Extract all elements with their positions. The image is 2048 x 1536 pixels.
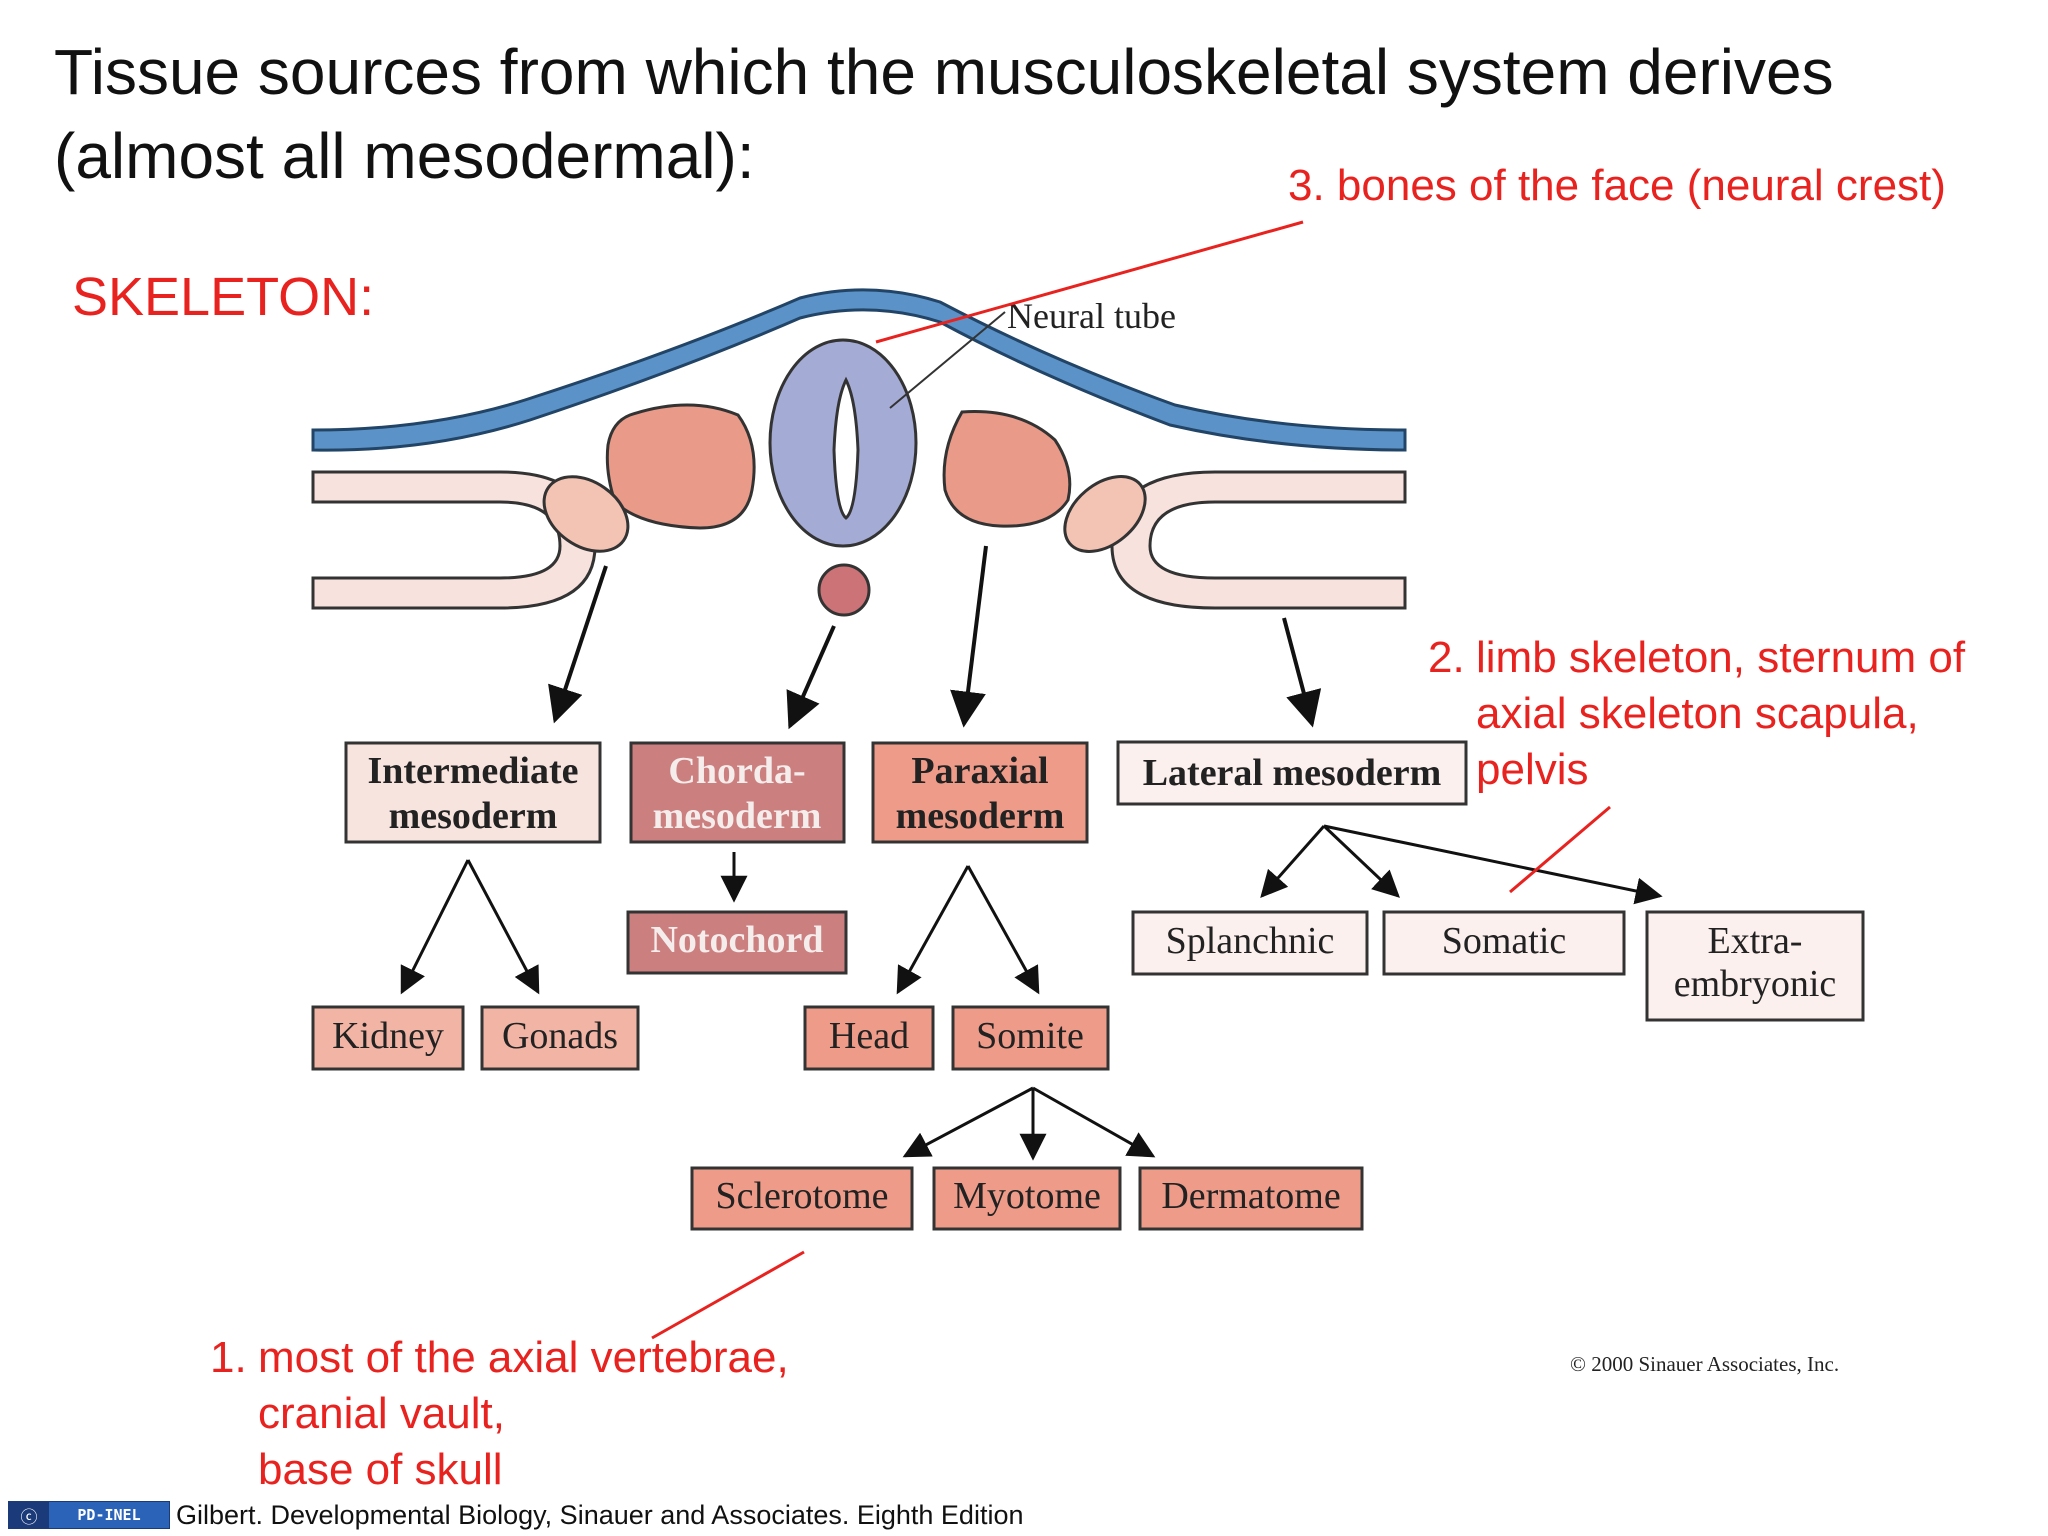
- svg-text:Chorda-: Chorda-: [668, 750, 805, 792]
- arrow-to-chorda: [786, 625, 836, 730]
- annotation-face-bones: 3. bones of the face (neural crest): [1288, 161, 1946, 210]
- arrow-to-somite: [966, 865, 1040, 995]
- left-somite-mass: [605, 403, 756, 530]
- svg-text:mesoderm: mesoderm: [896, 795, 1065, 837]
- arrow-to-lateral: [1282, 617, 1322, 728]
- neural-canal: [832, 376, 860, 520]
- svg-text:Lateral mesoderm: Lateral mesoderm: [1143, 752, 1442, 794]
- arrow-to-sclerotome: [902, 1086, 1034, 1158]
- arrow-to-gonads: [466, 859, 540, 995]
- neural-tube-leader: [889, 311, 1006, 409]
- svg-text:Head: Head: [829, 1015, 909, 1057]
- svg-text:Notochord: Notochord: [650, 919, 823, 961]
- derivation-arrows: [548, 545, 1322, 730]
- cc-icon: ⓒ: [9, 1502, 49, 1528]
- title-line-2: (almost all mesodermal):: [54, 120, 755, 192]
- right-lateral-plate: [1063, 475, 1147, 553]
- box-somite: Somite: [951, 1005, 1110, 1071]
- copyright-notice: © 2000 Sinauer Associates, Inc.: [1570, 1352, 1840, 1376]
- slide-title: Tissue sources from which the musculoske…: [54, 30, 2014, 198]
- box-intermediate-mesoderm: Intermediate mesoderm: [344, 741, 602, 844]
- box-dermatome: Dermatome: [1138, 1166, 1364, 1231]
- svg-text:Kidney: Kidney: [332, 1015, 444, 1057]
- citation: Gilbert. Developmental Biology, Sinauer …: [176, 1499, 1024, 1530]
- svg-text:Intermediate: Intermediate: [367, 750, 578, 792]
- annotation-2-line-3: pelvis: [1476, 745, 1589, 794]
- pointer-face-bones: [875, 220, 1304, 344]
- box-head: Head: [803, 1005, 935, 1071]
- svg-text:mesoderm: mesoderm: [653, 795, 822, 837]
- svg-text:Splanchnic: Splanchnic: [1166, 920, 1335, 962]
- license-badge-text: PD-INEL: [49, 1502, 169, 1528]
- box-kidney: Kidney: [311, 1005, 465, 1071]
- neural-tube-label: Neural tube: [1007, 296, 1176, 336]
- annotation-1-number: 1.: [210, 1333, 247, 1382]
- arrow-to-intermediate: [548, 565, 608, 724]
- title-line-1: Tissue sources from which the musculoske…: [54, 36, 1834, 108]
- pointer-axial-skeleton: [651, 1250, 805, 1340]
- svg-text:Extra-: Extra-: [1708, 920, 1803, 962]
- pointer-limb-skeleton: [1509, 805, 1611, 894]
- svg-text:Somatic: Somatic: [1442, 920, 1567, 962]
- annotation-2-number: 2.: [1428, 633, 1465, 682]
- right-endoderm: [1110, 470, 1407, 610]
- box-lateral-mesoderm: Lateral mesoderm: [1116, 740, 1468, 806]
- ectoderm-layer: [311, 288, 1407, 452]
- box-sclerotome: Sclerotome: [690, 1166, 914, 1231]
- notochord-dot: [817, 563, 871, 617]
- annotation-1-line-3: base of skull: [258, 1445, 503, 1494]
- skeleton-label: SKELETON:: [72, 267, 375, 327]
- box-chordamesoderm: Chorda- mesoderm: [629, 741, 846, 844]
- annotation-1-line-2: cranial vault,: [258, 1389, 506, 1438]
- annotation-limb-skeleton: 2. limb skeleton, sternum of axial skele…: [1428, 630, 2036, 798]
- svg-text:Sclerotome: Sclerotome: [715, 1175, 888, 1217]
- box-splanchnic: Splanchnic: [1131, 910, 1369, 976]
- annotation-2-line-1: limb skeleton, sternum of: [1476, 633, 1966, 682]
- box-somatic: Somatic: [1382, 910, 1626, 976]
- arrow-to-splanchnic: [1260, 825, 1326, 899]
- box-gonads: Gonads: [480, 1005, 640, 1071]
- arrow-to-dermatome: [1032, 1086, 1156, 1158]
- box-myotome: Myotome: [932, 1166, 1122, 1231]
- svg-text:Gonads: Gonads: [502, 1015, 618, 1057]
- box-extraembryonic: Extra- embryonic: [1645, 910, 1865, 1022]
- branch-arrows: [400, 824, 1663, 1161]
- annotation-axial-skeleton: 1. most of the axial vertebrae, cranial …: [210, 1330, 898, 1498]
- arrow-to-extra: [1323, 824, 1663, 905]
- svg-text:embryonic: embryonic: [1674, 963, 1837, 1005]
- footer: ⓒ PD-INEL Gilbert. Developmental Biology…: [8, 1500, 1023, 1530]
- svg-text:Myotome: Myotome: [953, 1175, 1101, 1217]
- svg-text:Somite: Somite: [976, 1015, 1084, 1057]
- annotation-1-line-1: most of the axial vertebrae,: [258, 1333, 789, 1382]
- arrow-to-somatic: [1322, 824, 1400, 898]
- svg-text:Dermatome: Dermatome: [1161, 1175, 1340, 1217]
- arrow-to-paraxial: [950, 545, 988, 728]
- right-somite-mass: [942, 410, 1072, 528]
- license-badge[interactable]: ⓒ PD-INEL: [8, 1501, 170, 1529]
- left-lateral-plate: [542, 475, 630, 553]
- box-notochord: Notochord: [626, 910, 848, 975]
- svg-text:mesoderm: mesoderm: [389, 795, 558, 837]
- box-paraxial-mesoderm: Paraxial mesoderm: [871, 741, 1089, 844]
- annotation-pointers: [651, 220, 1611, 1340]
- annotation-2-line-2: axial skeleton scapula,: [1476, 689, 1919, 738]
- arrow-to-head: [896, 865, 970, 995]
- svg-text:Paraxial: Paraxial: [911, 750, 1048, 792]
- arrow-to-kidney: [400, 859, 470, 995]
